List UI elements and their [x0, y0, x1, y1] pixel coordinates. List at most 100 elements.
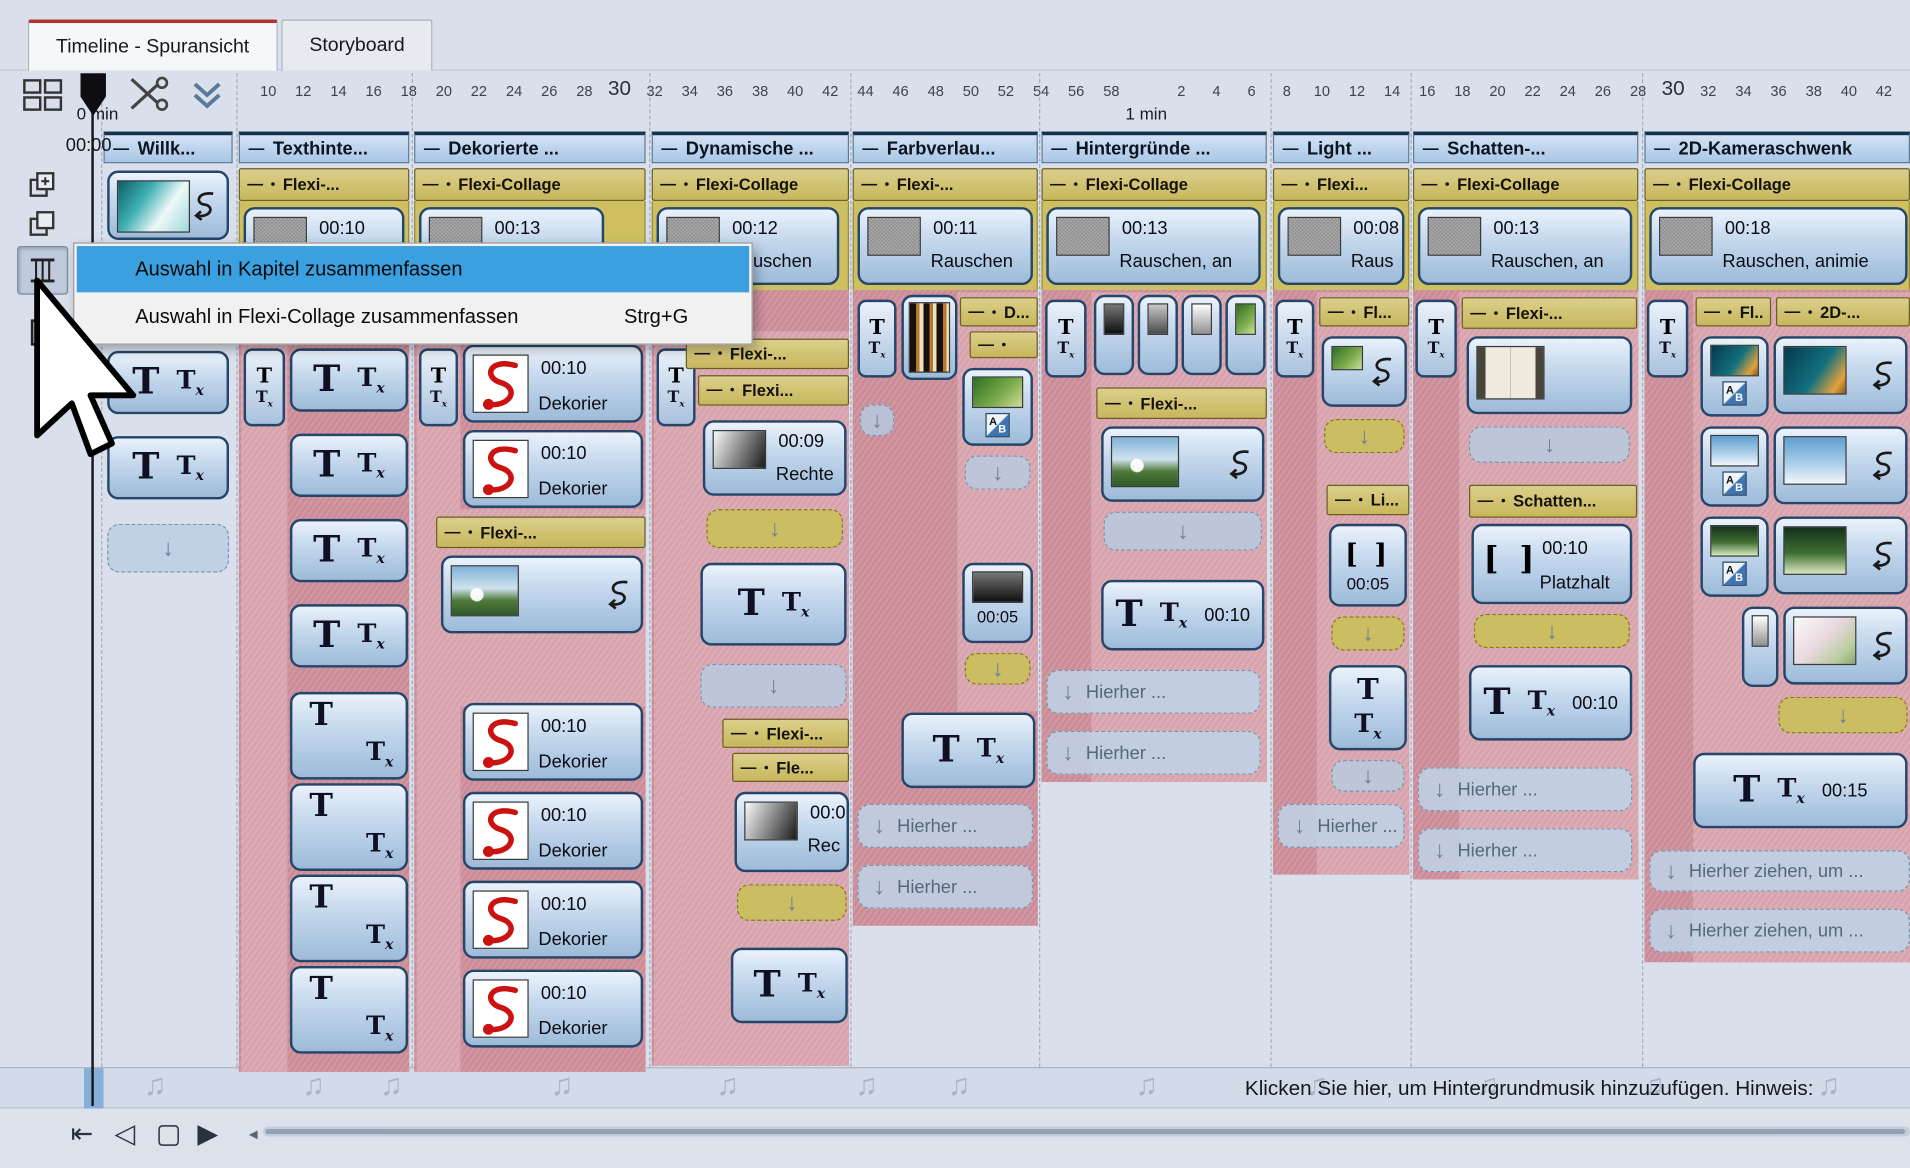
collapse-icon[interactable]: — [247, 174, 264, 193]
flexi-collage-bar[interactable]: —●Flexi-Collage [651, 168, 850, 201]
tab-timeline-spuransicht[interactable]: Timeline - Spuransicht [28, 19, 278, 71]
duplicate-icon[interactable] [17, 205, 68, 244]
collapse-icon[interactable]: — [1654, 138, 1671, 157]
insert-object-icon[interactable] [17, 166, 68, 205]
chapter-header[interactable]: —Light ... [1272, 131, 1410, 164]
collapse-icon[interactable]: — [978, 334, 994, 353]
media-clip[interactable] [1783, 606, 1908, 685]
placeholder-clip[interactable]: [ ]00:05 [1328, 523, 1407, 607]
collapse-icon[interactable]: — [968, 301, 985, 320]
collapse-icon[interactable]: — [862, 138, 879, 157]
music-track-hint[interactable]: Klicken Sie hier, um Hintergrundmusik hi… [1244, 1076, 1814, 1100]
drop-target[interactable]: ↓Hierher ... [1417, 767, 1633, 812]
flexi-collage-bar[interactable]: —●Fl... [1319, 297, 1410, 327]
media-clip[interactable] [1741, 606, 1779, 688]
flexi-collage-bar[interactable]: —●Flexi-... [852, 168, 1038, 201]
chapter-header[interactable]: —Hintergründe ... [1041, 131, 1267, 164]
drop-arrow-zone[interactable]: ↓ [964, 455, 1031, 490]
chapter-header[interactable]: —Dekorierte ... [414, 131, 646, 164]
collapse-icon[interactable]: — [861, 174, 878, 193]
view-options-icon[interactable] [22, 76, 63, 115]
collapse-icon[interactable]: — [1050, 174, 1066, 193]
drop-arrow-zone[interactable]: ↓ [706, 509, 843, 549]
media-clip[interactable] [1773, 336, 1908, 415]
collapse-icon[interactable]: — [694, 343, 711, 362]
collapse-icon[interactable]: — [1335, 489, 1351, 508]
collapse-icon[interactable]: — [660, 174, 677, 193]
scrollbar-handle[interactable] [265, 1129, 1906, 1135]
flexi-collage-bar[interactable]: —●Flexi-Collage [1041, 168, 1267, 201]
drop-target[interactable]: ↓Hierher ... [1277, 803, 1405, 848]
drop-arrow-zone[interactable]: ↓ [1103, 511, 1262, 551]
flexi-collage-bar[interactable]: —●Flexi-... [1096, 387, 1267, 420]
media-clip[interactable]: 00:05 [962, 562, 1033, 644]
media-clip[interactable] [1093, 294, 1135, 376]
flexi-collage-bar[interactable]: —●Flexi-Collage [1412, 168, 1639, 201]
media-clip[interactable] [440, 555, 644, 634]
tab-storyboard[interactable]: Storyboard [281, 19, 433, 71]
group-into-chapter-icon[interactable] [17, 246, 69, 295]
collapse-icon[interactable]: — [1327, 301, 1344, 320]
collapse-icon[interactable]: — [113, 138, 130, 157]
drop-arrow-zone[interactable]: ↓ [1324, 419, 1405, 454]
media-clip[interactable] [1773, 426, 1908, 505]
flexi-collage-bar[interactable]: —●Flexi-Collage [414, 168, 646, 201]
drop-arrow-zone[interactable]: ↓ [1331, 760, 1405, 792]
collapse-icon[interactable]: — [1422, 138, 1439, 157]
flexi-collage-bar[interactable]: —●Flexi-... [238, 168, 410, 201]
media-clip[interactable] [1181, 294, 1222, 376]
drop-target[interactable]: ↓Hierher ... [1417, 828, 1633, 873]
collapse-icon[interactable]: — [422, 174, 439, 193]
chapter-header[interactable]: —Texthinte... [238, 131, 410, 164]
collapse-icon[interactable]: — [661, 138, 678, 157]
scissors-icon[interactable] [124, 73, 170, 114]
media-clip[interactable] [1101, 426, 1265, 502]
drop-arrow-zone[interactable]: ↓ [736, 884, 847, 921]
flexi-collage-bar[interactable]: —●Flexi-... [436, 516, 646, 549]
media-clip[interactable] [1225, 294, 1266, 376]
fit-view-icon[interactable]: ▢ [155, 1118, 182, 1149]
flexi-collage-bar[interactable]: —●Flexi-... [1461, 297, 1638, 329]
split-icon[interactable] [185, 76, 229, 115]
step-back-icon[interactable]: ◁ [114, 1118, 136, 1149]
collapse-icon[interactable]: — [444, 521, 461, 541]
preview-icon[interactable]: ▶ [197, 1118, 218, 1149]
flexi-collage-bar[interactable]: —●Flexi-Collage [1644, 168, 1910, 201]
flexi-collage-bar[interactable]: —●Flexi-... [685, 338, 850, 370]
chapter-header[interactable]: —Willk... [103, 131, 233, 164]
drop-target[interactable]: ↓Hierher ziehen, um ... [1649, 908, 1910, 953]
drop-arrow-zone[interactable]: ↓ [964, 652, 1031, 685]
media-clip[interactable] [1321, 336, 1407, 407]
media-clip[interactable] [1773, 516, 1908, 595]
collapse-icon[interactable]: — [740, 757, 757, 776]
chapter-header[interactable]: —Dynamische ... [651, 131, 850, 164]
background-music-track[interactable] [0, 1067, 1910, 1109]
flexi-collage-bar[interactable]: —●Flexi... [697, 375, 850, 406]
